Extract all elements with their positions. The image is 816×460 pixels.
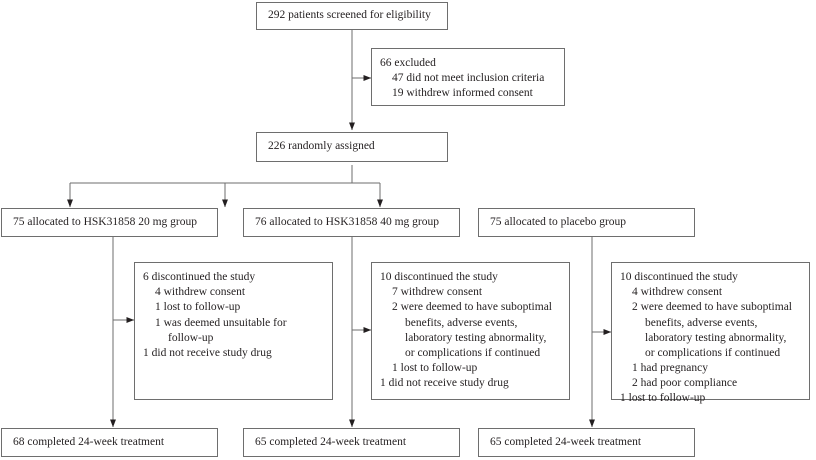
box-line: 226 randomly assigned xyxy=(268,140,375,153)
box-line: 1 did not receive study drug xyxy=(143,346,272,359)
box-line: 6 discontinued the study xyxy=(143,271,256,283)
box-line: laboratory testing abnormality, xyxy=(645,331,787,344)
box-completed-placebo: 65 completed 24-week treatment xyxy=(478,428,695,457)
box-line: 65 completed 24-week treatment xyxy=(490,435,642,448)
box-line: or complications if continued xyxy=(645,346,781,359)
box-line: or complications if continued xyxy=(405,346,541,359)
box-discontinued-placebo: 10 discontinued the study 4 withdrew con… xyxy=(611,262,810,404)
box-line: 2 had poor compliance xyxy=(632,377,738,390)
box-line: 292 patients screened for eligibility xyxy=(268,9,431,22)
box-line: benefits, adverse events, xyxy=(645,316,758,329)
box-completed-hsk-20mg: 68 completed 24-week treatment xyxy=(1,428,218,457)
box-line: 1 lost to follow-up xyxy=(392,362,478,375)
box-line: 1 did not receive study drug xyxy=(380,377,509,390)
box-line: follow-up xyxy=(168,331,214,344)
box-excluded: 66 excluded 47 did not meet inclusion cr… xyxy=(371,48,565,106)
box-line: 66 excluded xyxy=(380,57,436,69)
box-line: 10 discontinued the study xyxy=(380,271,498,283)
box-line: laboratory testing abnormality, xyxy=(405,331,547,344)
box-line: 1 lost to follow-up xyxy=(155,301,241,314)
box-line: 1 lost to follow-up xyxy=(620,392,706,405)
box-allocation-placebo: 75 allocated to placebo group xyxy=(478,208,695,237)
box-randomised: 226 randomly assigned xyxy=(256,132,448,162)
box-line: 2 were deemed to have suboptimal xyxy=(392,301,552,314)
box-line: 75 allocated to HSK31858 20 mg group xyxy=(13,215,197,228)
box-discontinued-hsk-20mg: 6 discontinued the study 4 withdrew cons… xyxy=(134,262,333,400)
box-discontinued-hsk-40mg: 10 discontinued the study 7 withdrew con… xyxy=(371,262,570,400)
box-line: 76 allocated to HSK31858 40 mg group xyxy=(255,215,439,228)
box-line: 19 withdrew informed consent xyxy=(392,87,533,100)
box-line: 75 allocated to placebo group xyxy=(490,215,627,228)
box-line: 47 did not meet inclusion criteria xyxy=(392,72,545,85)
box-allocation-hsk-40mg: 76 allocated to HSK31858 40 mg group xyxy=(243,208,460,237)
box-line: 4 withdrew consent xyxy=(155,286,246,299)
box-screened: 292 patients screened for eligibility xyxy=(256,2,448,30)
box-line: 2 were deemed to have suboptimal xyxy=(632,301,792,314)
box-line: 65 completed 24-week treatment xyxy=(255,435,407,448)
box-line: benefits, adverse events, xyxy=(405,316,518,329)
box-line: 1 had pregnancy xyxy=(632,362,708,375)
box-allocation-hsk-20mg: 75 allocated to HSK31858 20 mg group xyxy=(1,208,218,237)
box-line: 4 withdrew consent xyxy=(632,286,723,299)
box-line: 1 was deemed unsuitable for xyxy=(155,316,287,329)
box-line: 10 discontinued the study xyxy=(620,271,738,283)
box-line: 7 withdrew consent xyxy=(392,286,483,299)
box-line: 68 completed 24-week treatment xyxy=(13,435,165,448)
box-completed-hsk-40mg: 65 completed 24-week treatment xyxy=(243,428,460,457)
